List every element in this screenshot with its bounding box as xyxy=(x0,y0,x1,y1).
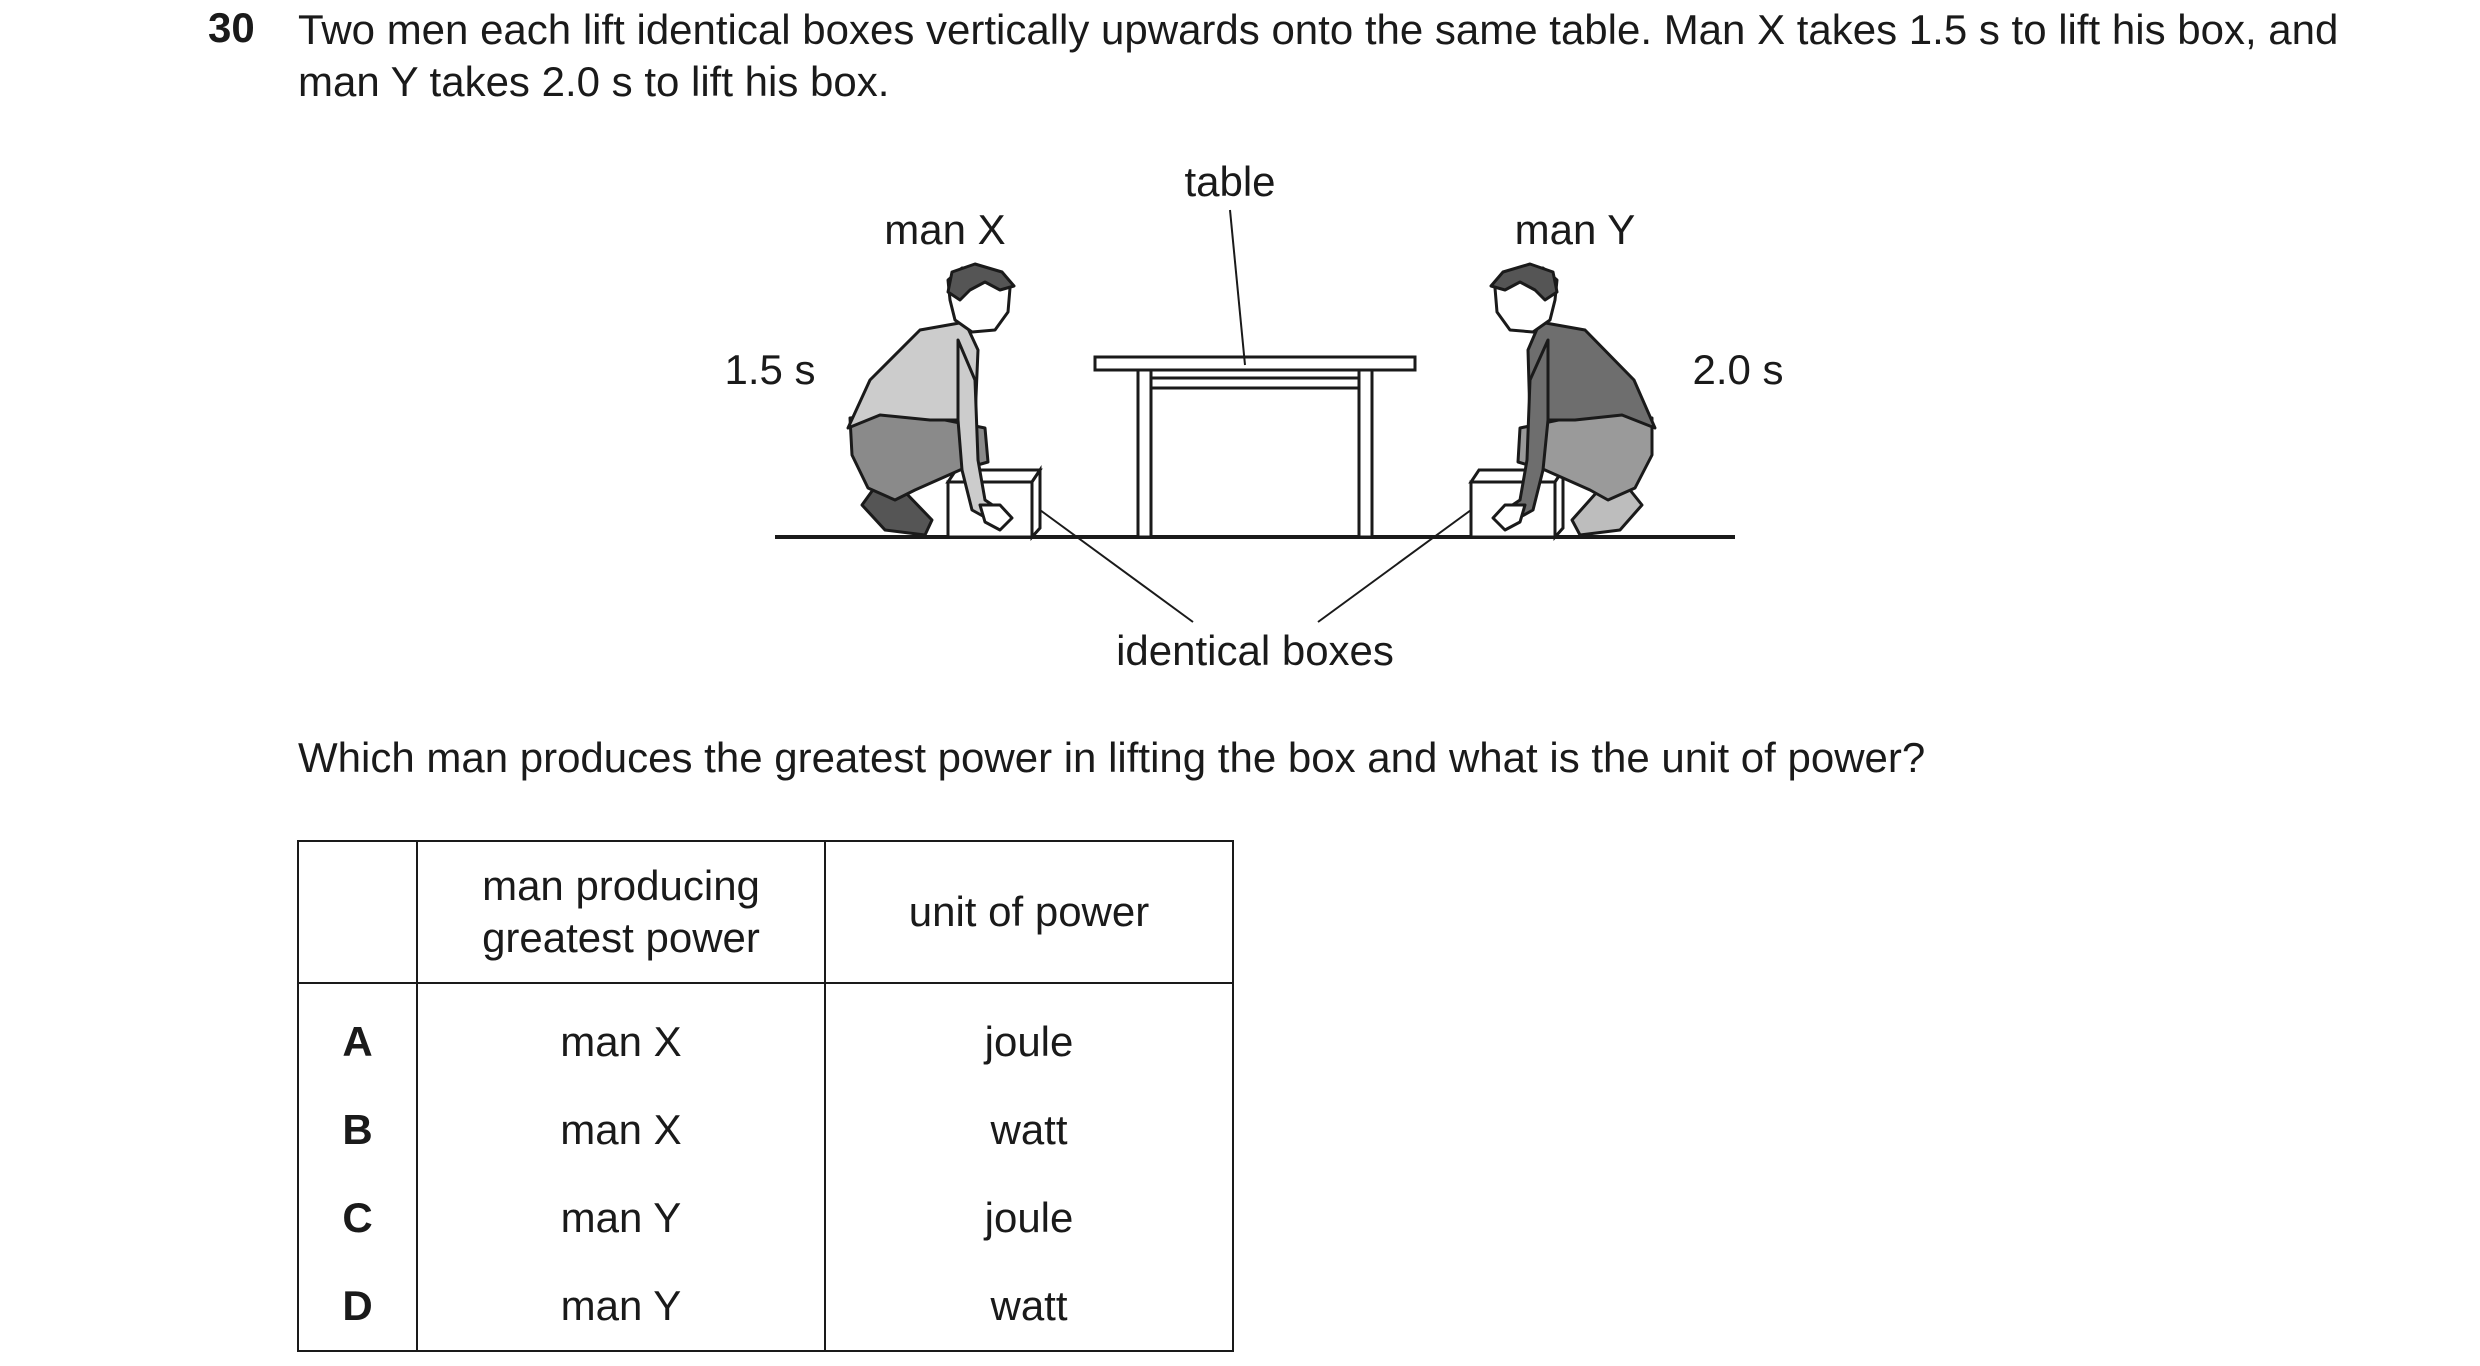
label-man-y: man Y xyxy=(1515,206,1636,253)
option-unit: joule xyxy=(824,1174,1234,1262)
label-man-x: man X xyxy=(884,206,1005,253)
label-time-y: 2.0 s xyxy=(1692,346,1783,393)
box-x-leader xyxy=(1039,509,1194,623)
question-text: Two men each lift identical boxes vertic… xyxy=(298,6,2339,105)
question-prompt: Which man produces the greatest power in… xyxy=(298,734,1926,781)
table-leg-right xyxy=(1357,368,1374,539)
option-letter: C xyxy=(297,1174,418,1262)
option-unit: watt xyxy=(824,1262,1234,1352)
lifting-diagram: table man X man Y 1.5 s 2.0 s identical … xyxy=(724,158,1783,674)
option-man: man X xyxy=(416,1086,826,1174)
option-letter: A xyxy=(297,983,418,1086)
option-row-d: D man Y watt xyxy=(297,1262,1234,1352)
option-man: man Y xyxy=(416,1262,826,1352)
option-man: man X xyxy=(416,983,826,1086)
options-header-row: man producing greatest power unit of pow… xyxy=(297,840,1234,984)
header-man: man producing greatest power xyxy=(416,840,826,984)
label-time-x: 1.5 s xyxy=(724,346,815,393)
option-row-a: A man X joule xyxy=(297,983,1234,1086)
man-y-hair xyxy=(1489,262,1559,302)
table-leader xyxy=(1229,209,1246,366)
box-y-leader xyxy=(1317,509,1472,623)
option-letter: B xyxy=(297,1086,418,1174)
label-table: table xyxy=(1184,158,1275,205)
option-unit: watt xyxy=(824,1086,1234,1174)
man-x-hair xyxy=(946,262,1016,302)
option-man: man Y xyxy=(416,1174,826,1262)
header-unit: unit of power xyxy=(824,840,1234,984)
man-y-torso xyxy=(1526,320,1657,430)
man-y-hand xyxy=(1491,503,1527,532)
option-unit: joule xyxy=(824,983,1234,1086)
table-leg-left xyxy=(1136,368,1153,539)
header-letter xyxy=(297,840,418,984)
option-row-c: C man Y joule xyxy=(297,1174,1234,1262)
man-y-figure xyxy=(1489,262,1657,537)
man-x-figure xyxy=(846,262,1016,537)
question-number: 30 xyxy=(208,4,255,51)
options-table: man producing greatest power unit of pow… xyxy=(297,840,1234,1352)
table-top xyxy=(1093,355,1417,372)
option-letter: D xyxy=(297,1262,418,1352)
option-row-b: B man X watt xyxy=(297,1086,1234,1174)
man-x-torso xyxy=(846,320,980,430)
man-x-hand xyxy=(978,503,1014,532)
table-rail xyxy=(1138,376,1370,390)
table-drawing xyxy=(1093,355,1417,539)
label-identical-boxes: identical boxes xyxy=(1116,627,1394,674)
